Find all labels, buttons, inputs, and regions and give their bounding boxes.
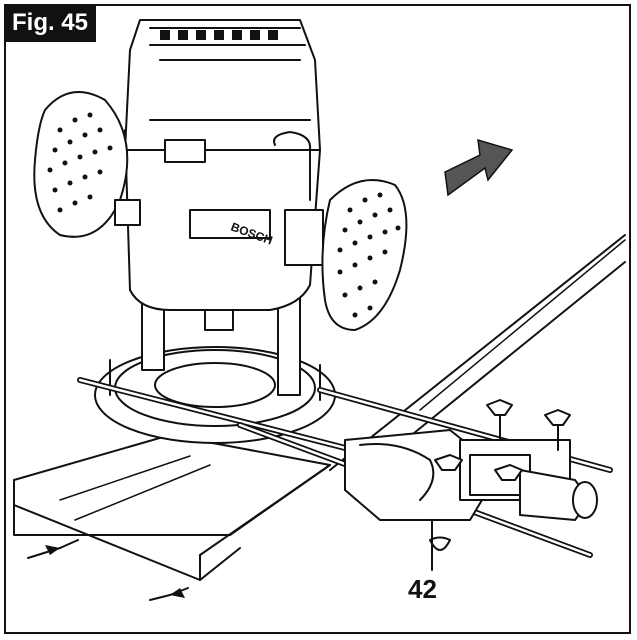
edge-guide-assembly: [344, 429, 598, 551]
block-arrow-icon: [444, 138, 514, 197]
workpiece-board: [13, 434, 331, 581]
router-vent-marks: [160, 30, 278, 40]
right-handle: [321, 179, 408, 331]
callout-number: 42: [408, 574, 437, 604]
wing-knobs: [434, 399, 571, 481]
router-body: [124, 19, 324, 311]
handle-grip-dots: [47, 112, 401, 318]
dimension-arrow-icon: [45, 545, 185, 598]
left-handle: [33, 91, 141, 238]
figure-label: Fig. 45: [4, 4, 96, 42]
